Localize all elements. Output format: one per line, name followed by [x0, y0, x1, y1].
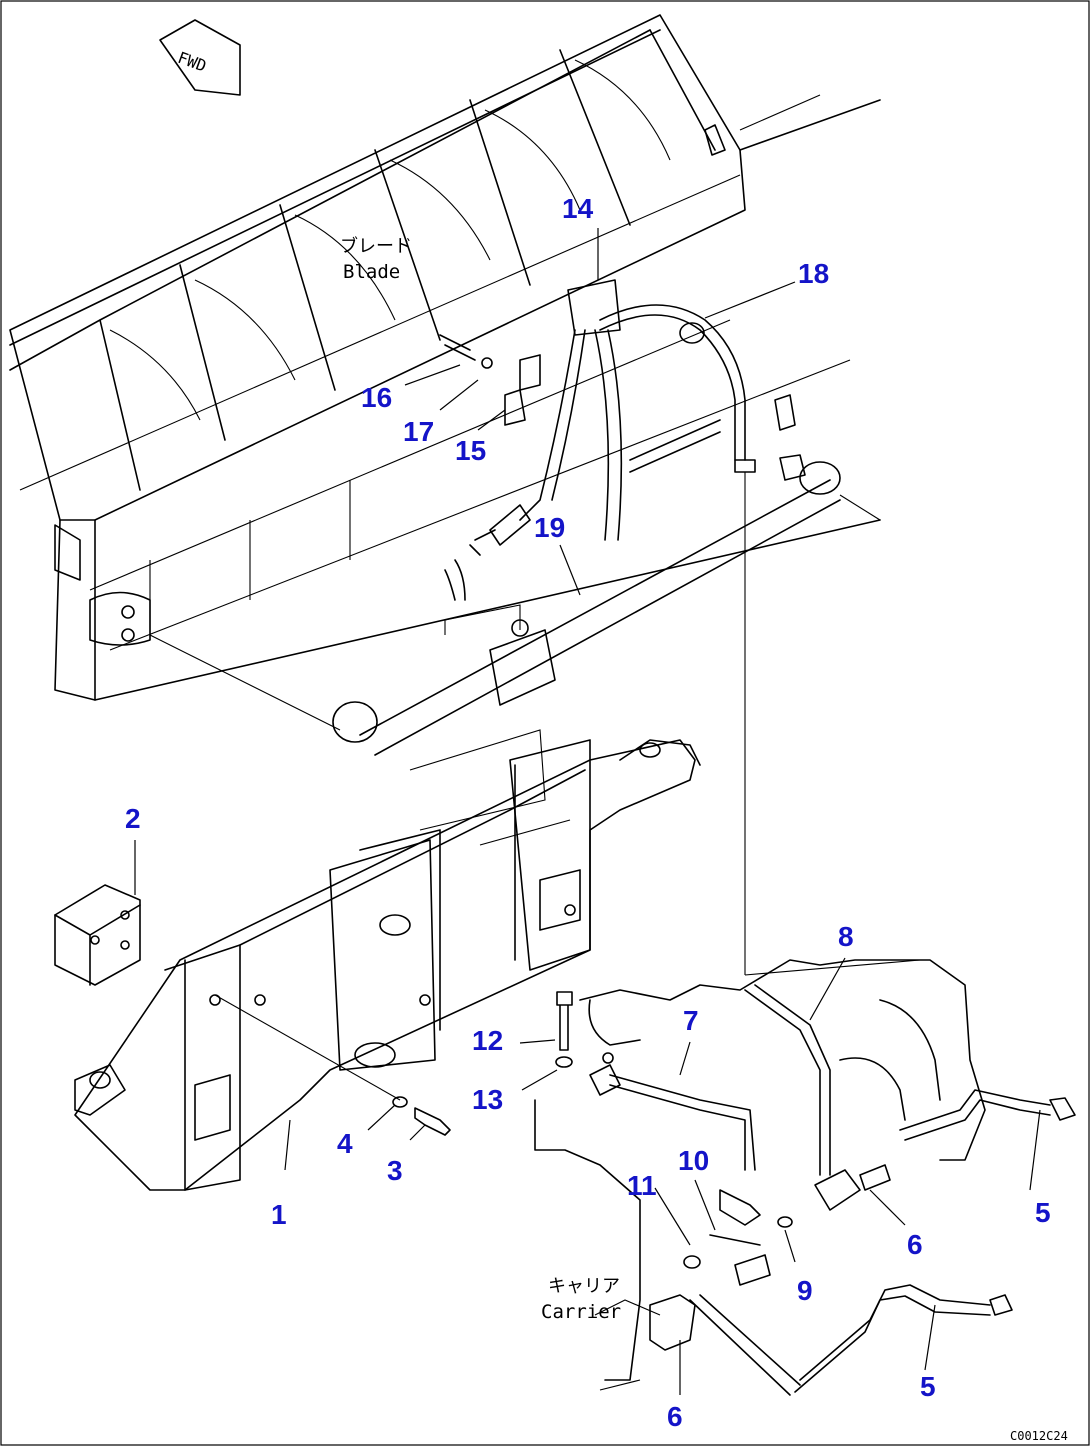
- callout-11: 11: [627, 1170, 657, 1201]
- drawing-code: C0012C24: [1010, 1429, 1068, 1443]
- callout-2: 2: [125, 803, 141, 834]
- bolt-and-washer-3-4: [392, 1096, 451, 1136]
- callout-18: 18: [798, 258, 829, 289]
- callout-3: 3: [387, 1155, 403, 1186]
- bolt-12-13: [555, 991, 573, 1068]
- part-2-block: [54, 884, 141, 986]
- callout-6b: 6: [667, 1401, 683, 1432]
- carrier-label-jp: キャリア: [548, 1276, 620, 1297]
- blade-label-en: Blade: [343, 261, 400, 283]
- upper-hose-group: [439, 279, 806, 975]
- carrier-frame: [74, 729, 701, 1191]
- callout-14: 14: [562, 193, 594, 224]
- callout-9: 9: [797, 1275, 813, 1306]
- blade-assembly: [9, 14, 881, 701]
- lift-cylinder: [149, 461, 881, 756]
- callout-8: 8: [838, 921, 854, 952]
- fwd-tag-text: FWD: [175, 48, 209, 76]
- carrier-label-en: Carrier: [541, 1301, 621, 1323]
- callout-leader-lines: [134, 228, 1041, 1395]
- blade-label-jp: ブレード: [340, 235, 412, 257]
- callout-13: 13: [472, 1084, 503, 1115]
- callout-4: 4: [337, 1128, 353, 1159]
- carrier-lower-group: [534, 959, 1076, 1396]
- callout-7: 7: [683, 1005, 699, 1036]
- callout-15: 15: [455, 435, 486, 466]
- callout-12: 12: [472, 1025, 503, 1056]
- callout-5a: 5: [1035, 1197, 1051, 1228]
- callout-1: 1: [271, 1199, 287, 1230]
- callout-10: 10: [678, 1145, 709, 1176]
- callout-16: 16: [361, 382, 392, 413]
- callout-numbers: 14 18 16 17 15 19 2 1 4 3 12 13 7 8 10 1…: [125, 193, 1051, 1432]
- callout-6a: 6: [907, 1229, 923, 1260]
- fwd-direction-tag: FWD: [159, 19, 241, 96]
- callout-19: 19: [534, 512, 565, 543]
- callout-5b: 5: [920, 1371, 936, 1402]
- callout-17: 17: [403, 416, 434, 447]
